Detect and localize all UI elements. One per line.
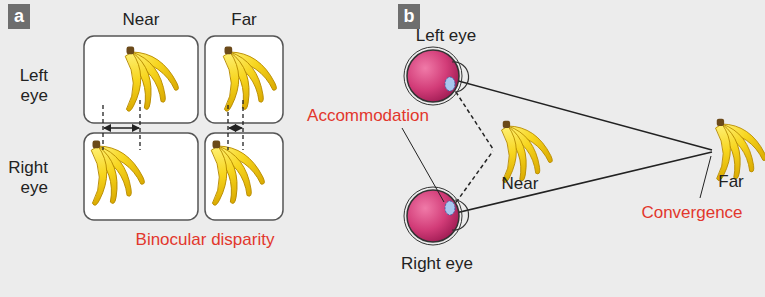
distance-label: Near xyxy=(490,174,550,194)
callout-label: Accommodation xyxy=(298,106,438,126)
banana xyxy=(99,44,179,112)
panel-letter: b xyxy=(404,6,415,27)
column-header: Near xyxy=(101,10,181,30)
disparity-arrow xyxy=(229,127,242,128)
near-line xyxy=(452,86,493,149)
eye-label: Right eye xyxy=(387,254,487,274)
panel-letter: a xyxy=(14,6,24,27)
banana xyxy=(197,44,277,112)
row-label: Left eye xyxy=(2,66,48,106)
disparity-arrow xyxy=(104,127,139,128)
banana xyxy=(477,118,553,183)
panel-badge: b xyxy=(398,4,420,29)
eye-label: Left eye xyxy=(401,26,491,46)
row-label: Right eye xyxy=(2,158,48,198)
leader-line xyxy=(402,128,444,202)
callout-label: Convergence xyxy=(627,203,757,223)
near-line xyxy=(452,151,493,208)
left-eye xyxy=(404,47,469,105)
leader-line xyxy=(700,156,711,198)
panel-badge: a xyxy=(8,4,30,29)
column-header: Far xyxy=(214,10,274,30)
panel-caption: Binocular disparity xyxy=(105,230,305,250)
view-box xyxy=(84,36,198,123)
banana xyxy=(185,138,265,206)
right-eye xyxy=(404,187,469,245)
banana xyxy=(65,138,145,206)
sight-line xyxy=(418,70,712,150)
banana xyxy=(691,116,765,181)
distance-label: Far xyxy=(711,172,751,192)
